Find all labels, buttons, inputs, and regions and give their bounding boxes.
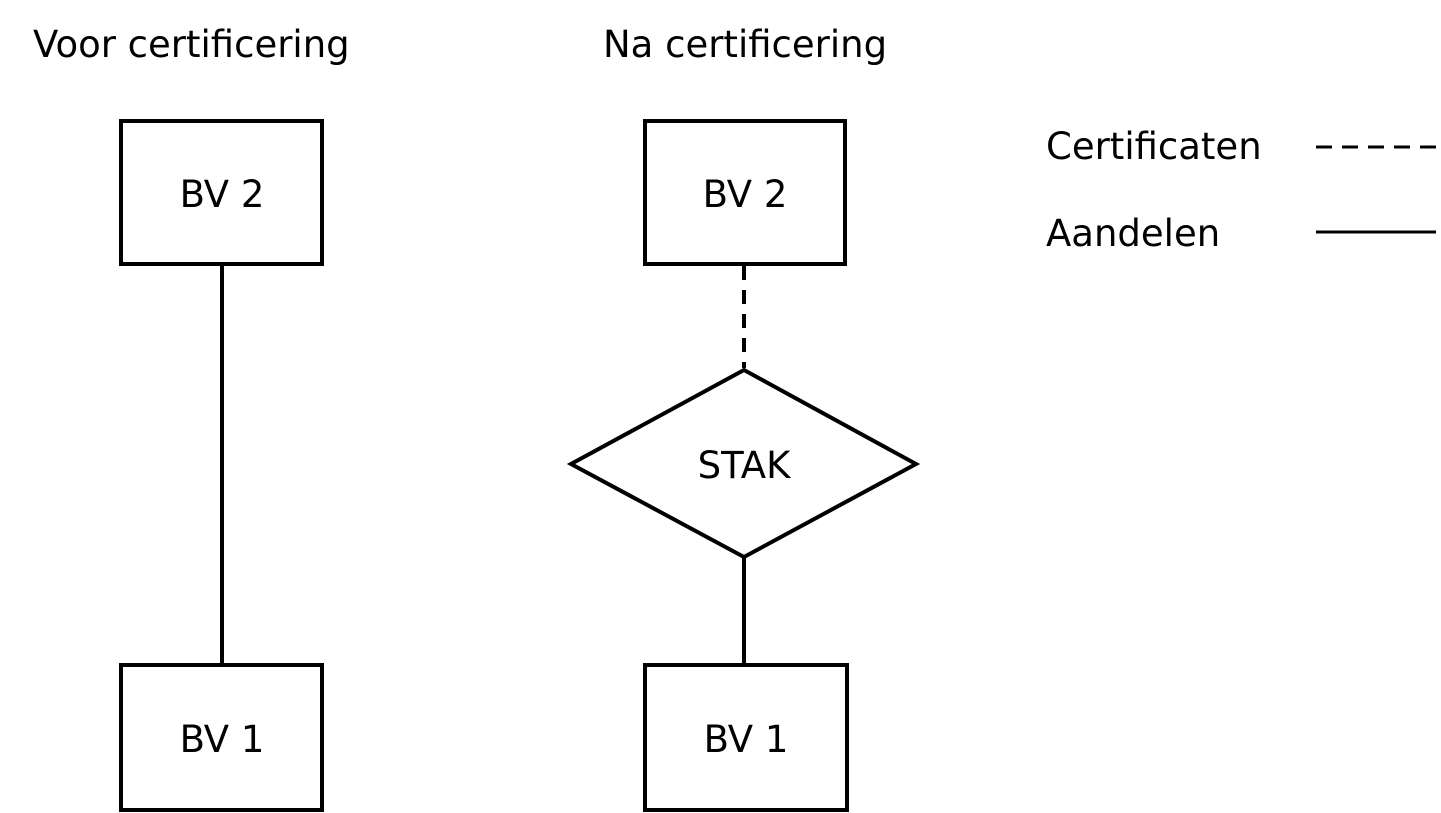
legend-label-certificaten: Certificaten xyxy=(1046,125,1262,168)
right-bv2-node: BV 2 xyxy=(643,119,847,266)
left-bv2-node: BV 2 xyxy=(119,119,324,266)
legend: Certificaten Aandelen xyxy=(1046,125,1441,255)
left-panel-title: Voor certificering xyxy=(33,23,350,66)
right-bv1-node: BV 1 xyxy=(643,663,849,812)
left-bv1-label: BV 1 xyxy=(180,718,265,761)
left-bv2-label: BV 2 xyxy=(180,173,265,216)
right-bv2-label: BV 2 xyxy=(703,173,788,216)
right-panel-title: Na certificering xyxy=(603,23,887,66)
right-bv1-label: BV 1 xyxy=(704,718,789,761)
legend-label-aandelen: Aandelen xyxy=(1046,212,1220,255)
stak-node: STAK xyxy=(566,367,921,560)
stak-label: STAK xyxy=(698,444,793,487)
left-bv1-node: BV 1 xyxy=(119,663,324,812)
